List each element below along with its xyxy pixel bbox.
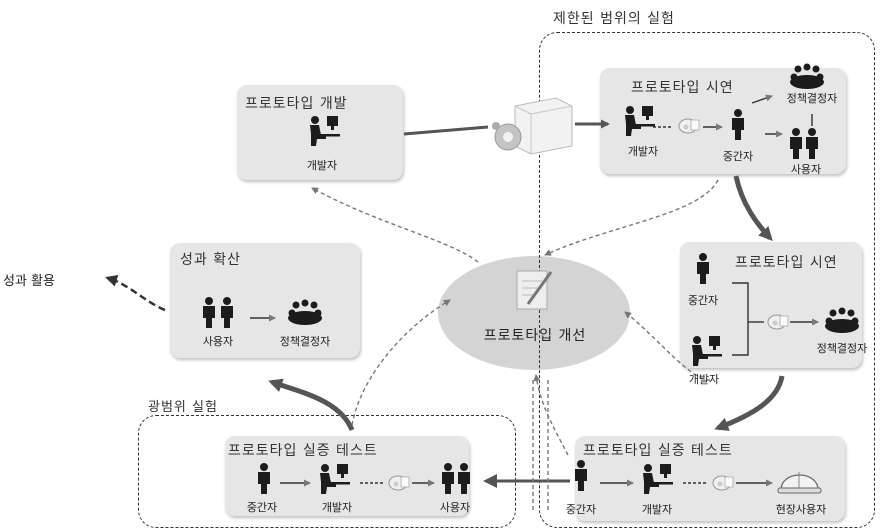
wide-experiment-title: 광범위 실험 (148, 396, 218, 415)
software-disc-icon (388, 475, 410, 491)
software-disc-icon (712, 475, 734, 491)
user-icon (806, 128, 818, 159)
demo1-user-label: 사용자 (790, 163, 822, 176)
test-left-box-title: 프로토타입 실증 테스트 (228, 443, 378, 459)
developer-desk-icon (320, 464, 350, 494)
feedback-to-dev (311, 187, 479, 263)
demo1-developer-label: 개발자 (627, 145, 659, 158)
feedback-from-demo2 (624, 311, 711, 381)
test-left-developer-label: 개발자 (321, 501, 353, 514)
arrow-spread-to-outcome (105, 275, 166, 312)
developer-desk-icon (692, 336, 722, 366)
feedback-from-demo1 (544, 179, 719, 256)
test-left-user-label: 사용자 (439, 501, 471, 514)
document-pen-icon (516, 270, 553, 310)
test-left-intermediary-label: 중간자 (246, 501, 278, 514)
demo1-policymaker-label: 정책결정자 (786, 92, 838, 105)
developer-desk-icon (643, 464, 673, 494)
test-right-field-user-label: 현장사용자 (775, 503, 827, 516)
demo2-developer-label: 개발자 (688, 373, 720, 386)
wide-experiment-region (138, 415, 516, 528)
dev-box-title: 프로토타입 개발 (245, 96, 348, 112)
arrow-demo2-to-test (714, 375, 785, 431)
dev-box-developer-label: 개발자 (306, 159, 338, 172)
software-disc-icon (767, 314, 789, 330)
intermediary-icon (575, 460, 587, 491)
feedback-from-test-left (351, 299, 451, 426)
arrow-dev-to-software (403, 125, 489, 136)
user-icon (442, 463, 454, 494)
test-right-box-title: 프로토타입 실증 테스트 (583, 443, 733, 459)
demo1-box-title: 프로토타입 시연 (631, 80, 734, 96)
software-package-icon (492, 97, 573, 155)
intermediary-icon (697, 253, 709, 284)
intermediary-icon (732, 109, 744, 140)
outcome-label: 성과 활용 (3, 274, 55, 289)
limited-experiment-title: 제한된 범위의 실험 (553, 8, 675, 28)
developer-desk-icon (310, 116, 340, 146)
user-icon (221, 297, 233, 328)
spread-policymaker-label: 정책결정자 (279, 335, 331, 348)
arrow-test-to-spread (268, 378, 355, 432)
box-result-spread (170, 243, 360, 358)
test-right-intermediary-label: 중간자 (565, 503, 597, 516)
policymaker-group-icon (288, 299, 322, 325)
feedback-from-test-right (533, 374, 569, 456)
user-icon (203, 297, 215, 328)
developer-desk-icon (625, 106, 655, 136)
software-disc-icon (678, 118, 700, 134)
demo2-policymaker-label: 정책결정자 (816, 342, 868, 355)
arrow-demo1-to-demo2 (733, 175, 773, 241)
policymaker-group-icon (825, 307, 859, 333)
demo2-box-title: 프로토타입 시연 (735, 255, 838, 271)
demo2-intermediary-label: 중간자 (687, 294, 719, 307)
user-icon (458, 463, 470, 494)
policymaker-group-icon (790, 63, 824, 89)
spread-box-title: 성과 확산 (180, 252, 241, 268)
hub-label: 프로토타입 개선 (483, 328, 587, 344)
box-prototype-demo-2 (680, 242, 862, 368)
user-icon (790, 128, 802, 159)
demo1-intermediary-label: 중간자 (722, 150, 754, 163)
spread-user-label: 사용자 (202, 335, 234, 348)
intermediary-icon (258, 463, 270, 494)
field-worker-helmet-icon (777, 472, 822, 494)
test-right-developer-label: 개발자 (641, 503, 673, 516)
